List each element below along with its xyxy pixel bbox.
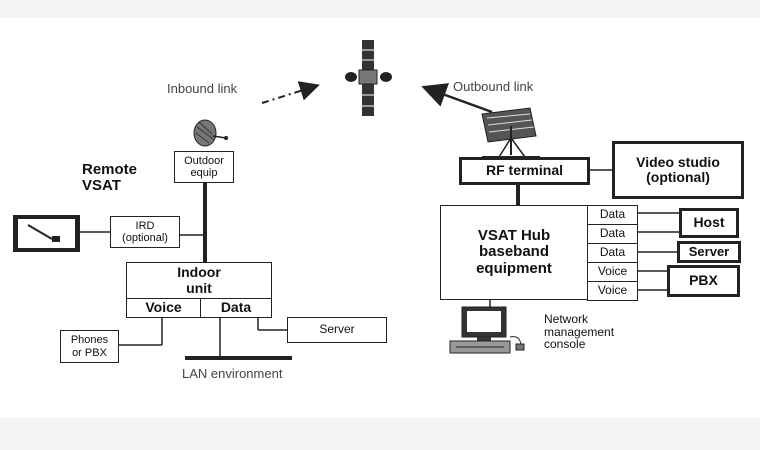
hub-voice-port-1: Voice: [587, 262, 638, 282]
baseband-line3: equipment: [476, 259, 552, 277]
phones-line1: Phones: [70, 334, 109, 347]
nms-line2: management: [544, 324, 615, 339]
remote-title-line1: Remote: [82, 161, 138, 178]
outbound-link-label: Outbound link: [453, 79, 534, 94]
inbound-link-label: Inbound link: [167, 81, 238, 96]
hub-data-port-1: Data: [587, 205, 638, 225]
phones-line2: or PBX: [72, 346, 107, 359]
remote-vsat-title: Remote VSAT: [82, 162, 137, 194]
remote-title-line2: VSAT: [82, 176, 121, 194]
hub-data-port-2: Data: [587, 224, 638, 244]
hub-antenna-icon: [481, 107, 540, 158]
remote-dish-icon: [193, 119, 228, 147]
data-port: Data: [200, 298, 272, 318]
outbound-link-arrow: [421, 83, 493, 114]
management-console-icon: [449, 306, 525, 354]
hub-voice-port-2: Voice: [587, 281, 638, 301]
ird-line1: IRD: [135, 219, 155, 232]
remote-server-box: Server: [287, 317, 387, 343]
pbx-box: PBX: [667, 265, 740, 297]
ird-line2: (optional): [122, 232, 168, 244]
host-box: Host: [679, 208, 739, 238]
nms-line3: console: [544, 337, 586, 352]
tv-monitor-icon: [13, 215, 80, 252]
ird-box: IRD (optional): [110, 216, 180, 248]
inbound-link-arrow: [261, 81, 320, 104]
indoor-line2: unit: [186, 279, 212, 296]
phones-pbx-box: Phones or PBX: [60, 330, 119, 363]
outdoor-equip-box: Outdoor equip: [174, 151, 234, 183]
baseband-line2: baseband: [478, 243, 550, 261]
network-management-label: Network management console: [544, 313, 614, 351]
indoor-unit-box: Indoor unit: [126, 262, 272, 299]
hub-server-box: Server: [677, 241, 741, 263]
video-line1: Video studio: [636, 153, 720, 170]
nms-line1: Network: [544, 312, 589, 326]
baseband-line1: VSAT Hub: [477, 226, 551, 244]
hub-data-port-3: Data: [587, 243, 638, 263]
indoor-line1: Indoor: [177, 264, 221, 281]
vsat-hub-baseband-box: VSAT Hub baseband equipment: [440, 205, 588, 300]
video-line2: (optional): [646, 169, 710, 185]
outdoor-line1: Outdoor: [184, 154, 224, 167]
outdoor-line2: equip: [190, 167, 218, 179]
satellite-icon: [345, 40, 392, 116]
lan-environment-label: LAN environment: [182, 366, 283, 381]
rf-terminal-box: RF terminal: [459, 157, 590, 185]
voice-port: Voice: [126, 298, 201, 318]
video-studio-box: Video studio (optional): [612, 141, 744, 199]
